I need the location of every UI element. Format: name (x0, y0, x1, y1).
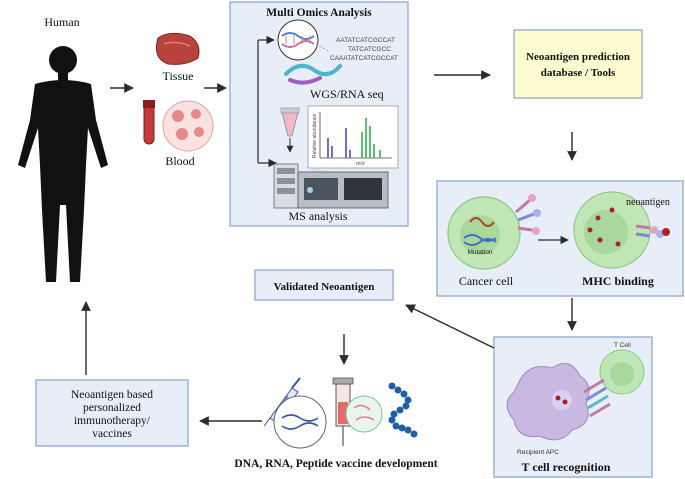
relative-abundance-label: Relative abundance (312, 114, 318, 158)
ms-analysis-label: MS analysis (288, 209, 347, 223)
tissue-label: Tissue (163, 69, 194, 83)
mhc-cell-icon (573, 191, 651, 269)
t-cell-label: T Cell (614, 342, 631, 349)
vaccine-development-label: DNA, RNA, Peptide vaccine development (234, 458, 437, 470)
arrow-recognition-to-validated (405, 304, 495, 349)
dna-vaccine-circle-icon (273, 395, 327, 449)
mhc-binding-label: MHC binding (582, 274, 654, 288)
neoantigen-label: neoantigen (626, 197, 670, 208)
validated-neoantigen-box (254, 269, 394, 301)
multi-omics-title: Multi Omics Analysis (266, 7, 372, 19)
prediction-box (513, 29, 643, 99)
sample-vial-icon (280, 107, 300, 137)
mutation-label: Mutation (468, 249, 493, 256)
peptide-chain-icon (388, 382, 418, 438)
cancer-cell-label: Cancer cell (459, 274, 514, 288)
tissue-icon (155, 32, 200, 65)
blood-label: Blood (165, 154, 194, 168)
dna-circle-icon (277, 19, 319, 61)
sequence-read-3: CAAATATCATCGCCAT (330, 55, 398, 62)
tcr-interaction-icon (583, 378, 611, 418)
seq-connector-line (315, 43, 331, 53)
cancer-cell-icon (447, 196, 521, 270)
validated-neoantigen-label: Validated Neoantigen (274, 281, 375, 293)
human-silhouette-icon (18, 46, 108, 282)
prediction-title-line2: database / Tools (541, 67, 616, 79)
mass-spectrum-panel: Relative abundance m/z (307, 105, 399, 169)
sequence-read-1: AATATCATCGCCAT (336, 37, 395, 44)
blood-tube-icon (143, 100, 155, 145)
prediction-title-line1: Neoantigen prediction (526, 51, 630, 63)
t-cell-recognition-label: T cell recognition (522, 460, 611, 474)
mz-label: m/z (356, 161, 365, 167)
personalized-therapy-box (35, 379, 189, 447)
personalized-line-3: immunotherapy/ (74, 415, 151, 427)
neoantigen-binding-icon (635, 224, 670, 238)
human-label: Human (44, 15, 79, 29)
recipient-apc-label: Recipient APC (517, 449, 559, 456)
mass-spectrometer-icon (273, 163, 389, 209)
rna-vaccine-circle-icon (345, 395, 383, 433)
blood-cells-icon (162, 100, 214, 152)
wgs-label: WGS/RNA seq (310, 87, 384, 101)
personalized-line-1: Neoantigen based (71, 389, 153, 401)
sequence-read-2: TATCATCGCC (348, 46, 391, 53)
personalized-line-4: vaccines (92, 428, 132, 440)
rna-strand-icon (284, 63, 342, 85)
mhc-receptors-icon (515, 194, 541, 235)
recipient-apc-icon (506, 363, 590, 441)
personalized-line-2: personalized (83, 402, 141, 414)
t-cell-icon (599, 349, 645, 395)
